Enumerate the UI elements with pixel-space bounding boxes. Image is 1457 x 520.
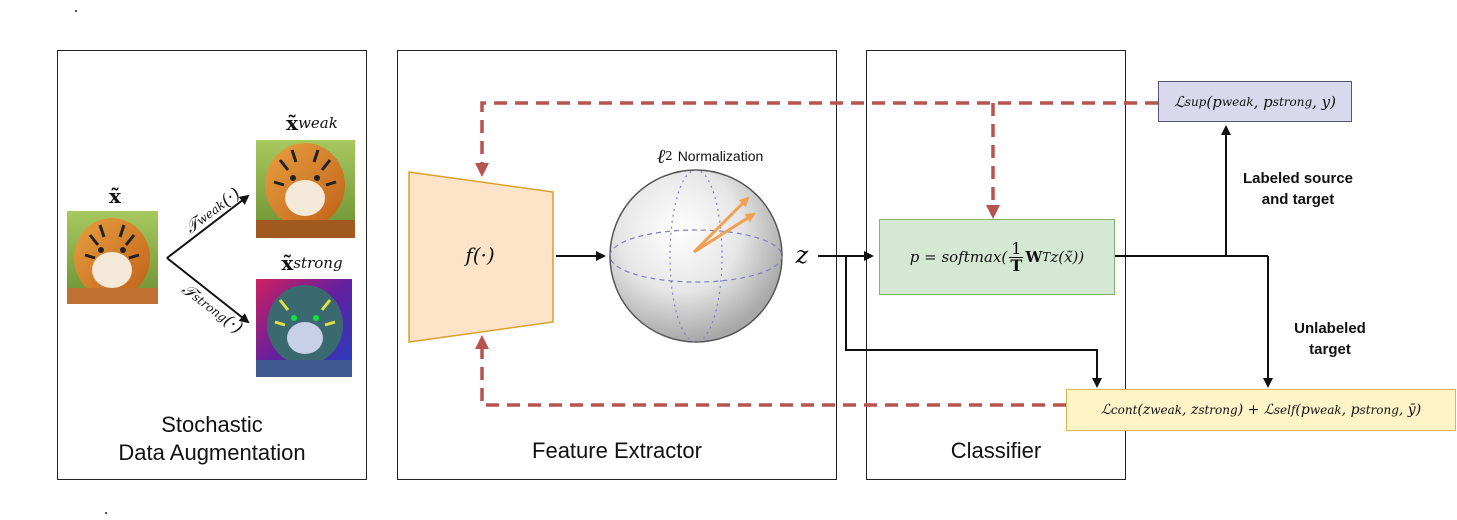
feature-extractor-caption: Feature Extractor: [532, 438, 702, 463]
stray-dot-top: [75, 10, 77, 12]
sup-loss-base: ℒ: [1173, 92, 1185, 111]
supervised-gradient-flow: [475, 101, 1158, 177]
formula-W: W: [1025, 248, 1043, 266]
input-tiger-image: [67, 211, 158, 304]
formula-fraction: 1 T: [1009, 238, 1024, 275]
formula-W-sup: T: [1042, 250, 1051, 264]
cont-args-2: , z: [1182, 402, 1199, 418]
feature-extractor-shape: [408, 171, 554, 343]
augmentation-caption-line1: Stochastic: [161, 412, 263, 437]
normalization-sup: 2: [665, 149, 673, 163]
formula-prefix: p = softmax(: [909, 248, 1008, 266]
unlabeled-line2: target: [1309, 341, 1351, 358]
weak-image-label-sup: weak: [298, 114, 338, 132]
self-loss-sup: self: [1273, 403, 1296, 417]
sup-args-1: (p: [1206, 92, 1222, 111]
input-image-label: x̃: [100, 184, 130, 208]
self-loss-base: ℒ: [1263, 402, 1274, 418]
input-image-label-text: x̃: [109, 184, 121, 208]
embedding-label: z: [795, 241, 809, 269]
cont-args-3: ) +: [1237, 402, 1264, 418]
cont-args-1: (z: [1137, 402, 1151, 418]
formula-frac-den: T: [1010, 255, 1023, 275]
unlabeled-arrow-label: Unlabeled target: [1280, 318, 1380, 360]
normalization-base: ℓ: [656, 143, 666, 168]
self-args-strong: strong: [1359, 403, 1399, 417]
function-label: f(·): [465, 243, 495, 267]
weak-image-label: x̃weak: [272, 108, 352, 138]
sup-args-weak: weak: [1221, 94, 1254, 109]
normalization-sphere: [609, 169, 783, 343]
sup-args-3: , y): [1312, 92, 1337, 111]
sup-args-strong: strong: [1272, 94, 1313, 109]
normalization-text: Normalization: [677, 148, 764, 164]
sup-args-2: , p: [1253, 92, 1273, 111]
labeled-arrow-label: Labeled source and target: [1228, 168, 1368, 210]
self-args-1: (p: [1295, 402, 1310, 418]
unsupervised-gradient-flow: [475, 335, 1066, 407]
cont-loss-sup: cont: [1110, 403, 1138, 417]
classifier-caption: Classifier: [950, 438, 1042, 463]
augmentation-caption: Stochastic Data Augmentation: [58, 411, 366, 467]
cont-args-weak: weak: [1150, 403, 1183, 417]
self-args-2: , p: [1341, 402, 1360, 418]
self-args-weak: weak: [1309, 403, 1342, 417]
strong-image-label-sup: strong: [293, 254, 343, 272]
z-to-contrastive-arrow: [845, 256, 1102, 388]
strong-branch-arrow: [166, 257, 250, 324]
strong-image-label-base: x̃: [281, 251, 294, 275]
self-args-3: , ȳ): [1398, 402, 1422, 418]
strong-tiger-image: [256, 279, 352, 377]
sup-loss-sup: sup: [1184, 94, 1207, 109]
augmentation-caption-line2: Data Augmentation: [118, 440, 306, 465]
weak-image-label-base: x̃: [286, 111, 299, 135]
cont-loss-base: ℒ: [1100, 402, 1111, 418]
formula-suffix: z(x̃)): [1050, 248, 1085, 266]
formula-frac-num: 1: [1009, 238, 1024, 258]
labeled-line1: Labeled source: [1242, 170, 1354, 187]
cont-args-strong: strong: [1198, 403, 1238, 417]
stray-dot-bottom: [105, 512, 107, 514]
strong-image-label: x̃strong: [262, 248, 362, 278]
weak-tiger-image: [256, 140, 355, 238]
unlabeled-line1: Unlabeled: [1294, 320, 1366, 337]
weak-branch-arrow: [166, 194, 250, 259]
labeled-line2: and target: [1261, 191, 1335, 208]
